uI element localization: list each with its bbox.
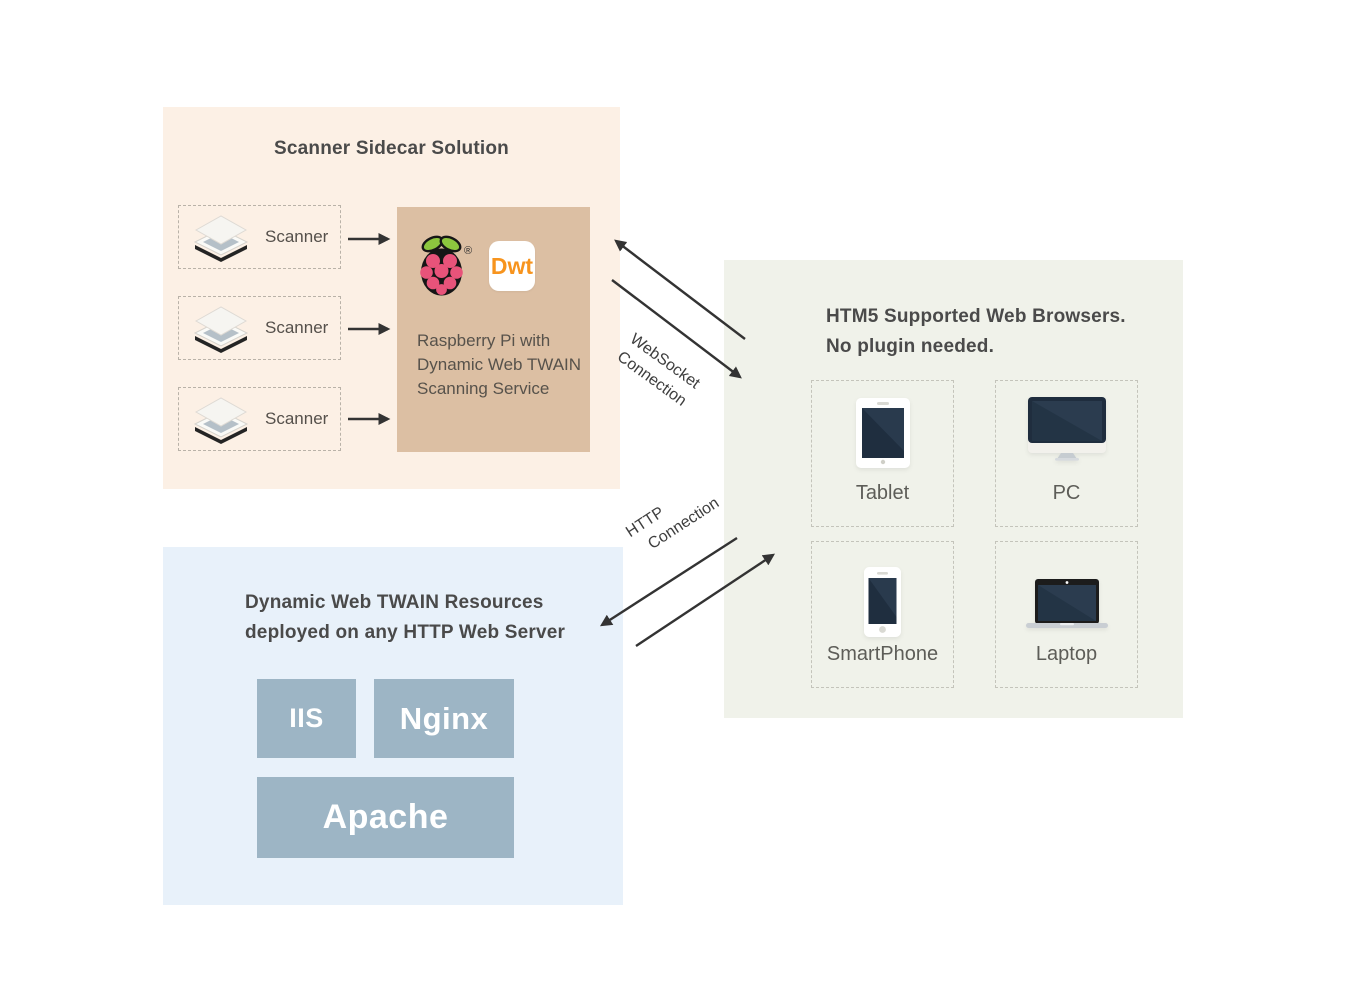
laptop-icon: [1025, 579, 1108, 628]
server-box-apache: Apache: [257, 777, 514, 858]
dwt-logo-badge: Dwt: [489, 241, 535, 291]
device-box-laptop: Laptop: [995, 541, 1138, 688]
raspberry-pi-icon: [420, 235, 463, 296]
pi-box-caption: Raspberry Pi with Dynamic Web TWAIN Scan…: [417, 329, 581, 401]
scanner-label: Scanner: [265, 318, 329, 337]
device-label-laptop: Laptop: [1035, 643, 1098, 665]
server-label-nginx: Nginx: [399, 700, 489, 736]
server-section-title: Dynamic Web TWAIN Resources deployed on …: [245, 588, 565, 648]
server-title-line2: deployed on any HTTP Web Server: [245, 622, 566, 643]
websocket-connection-label: WebSocket Connection: [612, 329, 704, 413]
pi-logos-row: ® Dwt: [417, 233, 577, 303]
pi-caption-line2: Dynamic Web TWAIN: [417, 355, 582, 374]
scanner-label: Scanner: [265, 409, 329, 428]
pc-icon: [1027, 397, 1106, 461]
raspberry-pi-service-box: ® Dwt Raspberry Pi with Dynamic Web TWAI…: [397, 207, 590, 452]
scanner-sidecar-section: Scanner Sidecar Solution Scanner Scanner: [163, 107, 620, 489]
browsers-title-line1: HTM5 Supported Web Browsers.: [826, 306, 1126, 327]
browsers-title-line2: No plugin needed.: [826, 336, 995, 357]
registered-trademark-mark: ®: [464, 245, 473, 257]
scanner-icon: [193, 397, 249, 444]
device-box-tablet: Tablet: [811, 380, 954, 527]
scanner-icon: [193, 306, 249, 353]
device-label-smartphone: SmartPhone: [826, 643, 939, 665]
server-label-apache: Apache: [322, 798, 449, 836]
server-title-line1: Dynamic Web TWAIN Resources: [245, 592, 544, 613]
scanner-section-title: Scanner Sidecar Solution: [274, 138, 509, 159]
scanner-label: Scanner: [265, 227, 329, 246]
device-box-pc: PC: [995, 380, 1138, 527]
pi-caption-line1: Raspberry Pi with: [417, 331, 551, 350]
server-box-iis: IIS: [257, 679, 356, 758]
tablet-icon: [855, 398, 910, 468]
server-label-iis: IIS: [289, 703, 324, 733]
dwt-logo-text: Dwt: [490, 252, 534, 279]
smartphone-icon: [864, 567, 901, 637]
device-label-pc: PC: [1052, 482, 1081, 504]
http-connection-label: HTTP Connection: [622, 474, 724, 562]
browsers-section: HTM5 Supported Web Browsers. No plugin n…: [724, 260, 1183, 718]
web-server-section: Dynamic Web TWAIN Resources deployed on …: [163, 547, 623, 905]
device-label-tablet: Tablet: [855, 482, 910, 504]
scanner-box-2: Scanner: [178, 296, 341, 360]
scanner-box-3: Scanner: [178, 387, 341, 451]
scanner-icon: [193, 215, 249, 262]
browsers-section-title: HTM5 Supported Web Browsers. No plugin n…: [826, 302, 1126, 362]
scanner-box-1: Scanner: [178, 205, 341, 269]
pi-caption-line3: Scanning Service: [417, 379, 550, 398]
device-box-smartphone: SmartPhone: [811, 541, 954, 688]
server-box-nginx: Nginx: [374, 679, 514, 758]
